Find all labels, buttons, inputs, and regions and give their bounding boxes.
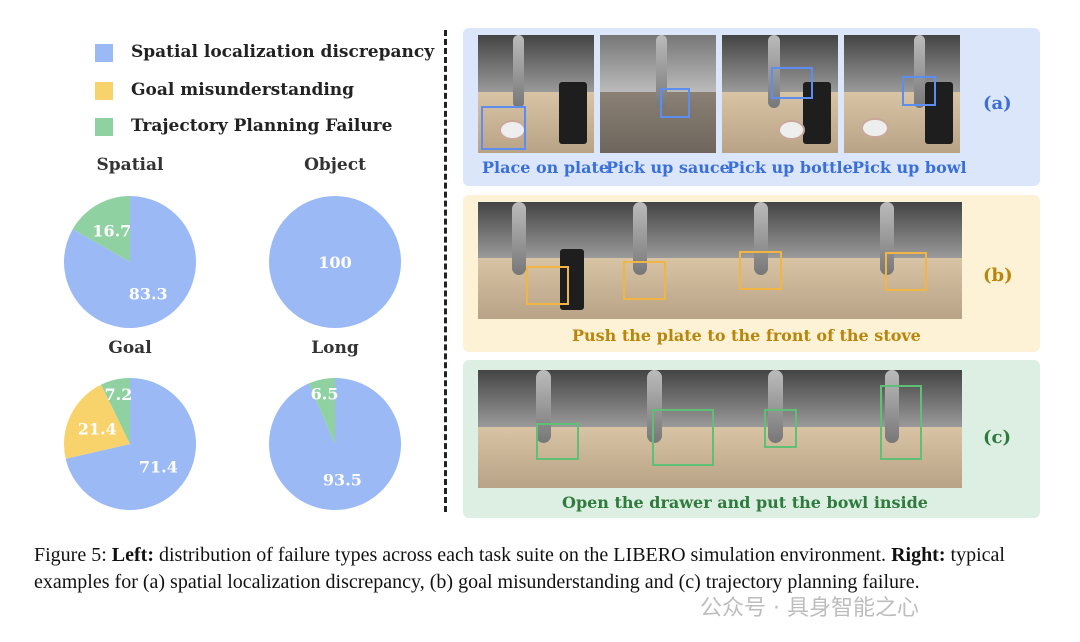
scene-image [600, 35, 716, 153]
scene-image [478, 35, 594, 153]
pie-chart-long: 93.5 6.5 [269, 378, 401, 510]
pie-slice-label: 71.4 [139, 458, 178, 477]
legend-label: Goal misunderstanding [131, 80, 355, 100]
highlight-box [879, 385, 923, 461]
highlight-box [536, 423, 579, 461]
pie-slice [65, 378, 197, 510]
legend-swatch [95, 44, 113, 62]
pie-slice-label: 93.5 [323, 471, 362, 490]
highlight-box [770, 66, 813, 100]
pie-slice-label: 7.2 [105, 385, 133, 404]
highlight-box [623, 260, 666, 300]
caption-prefix: Figure 5: [34, 544, 112, 566]
dashed-divider [444, 30, 447, 512]
pie-title-object: Object [304, 155, 366, 175]
legend-swatch [95, 82, 113, 100]
figure-caption: Figure 5: Left: distribution of failure … [34, 542, 1054, 596]
panel-a-tag: (a) [983, 93, 1012, 114]
pie-slice [269, 196, 401, 328]
pie-slice-label: 6.5 [311, 385, 339, 404]
legend-label: Trajectory Planning Failure [131, 116, 393, 136]
pie-slice-label: 100 [318, 253, 351, 272]
pie-slice [72, 196, 130, 262]
panel-c-tag: (c) [983, 427, 1011, 448]
highlight-box [652, 408, 715, 467]
caption-right-text: typical examples for (a) spatial localiz… [34, 544, 1005, 593]
pie-slice-label: 16.7 [92, 222, 131, 241]
pie-title-spatial: Spatial [96, 155, 164, 175]
panel-a-caption: Pick up bowl [852, 158, 967, 177]
scene-image-strip [478, 202, 962, 319]
scene-image-strip [478, 370, 962, 488]
highlight-box [884, 252, 928, 292]
highlight-box [526, 266, 570, 306]
pie-slice-label: 83.3 [129, 284, 168, 303]
pie-chart-object: 100 [269, 196, 401, 328]
panel-c-caption: Open the drawer and put the bowl inside [562, 493, 928, 512]
pie-slice [64, 196, 196, 328]
highlight-box [763, 408, 797, 449]
highlight-box [739, 251, 783, 291]
highlight-box [902, 76, 937, 107]
caption-left-text: distribution of failure types across eac… [153, 544, 892, 566]
legend-label: Spatial localization discrepancy [131, 42, 435, 62]
pie-slice [308, 378, 335, 444]
scene-image [722, 35, 838, 153]
pie-title-long: Long [311, 338, 359, 358]
watermark: 公众号 · 具身智能之心 [700, 596, 919, 621]
panel-b-caption: Push the plate to the front of the stove [572, 326, 921, 345]
panel-a-caption: Pick up bottle [727, 158, 853, 177]
highlight-box [481, 105, 527, 150]
panel-a-caption: Pick up sauce [606, 158, 730, 177]
pie-slice [64, 384, 130, 459]
pie-chart-spatial: 83.3 16.7 [64, 196, 196, 328]
highlight-box [660, 88, 690, 119]
pie-chart-goal: 71.4 21.4 7.2 [64, 378, 197, 510]
pie-title-goal: Goal [108, 338, 152, 358]
legend-swatch [95, 118, 113, 136]
pie-slice [101, 378, 130, 444]
panel-a-caption: Place on plate [482, 158, 610, 177]
panel-b-tag: (b) [983, 265, 1013, 286]
scene-image [844, 35, 960, 153]
caption-left-label: Left: [111, 544, 154, 566]
pie-slice-label: 21.4 [78, 419, 117, 438]
caption-right-label: Right: [891, 544, 946, 566]
